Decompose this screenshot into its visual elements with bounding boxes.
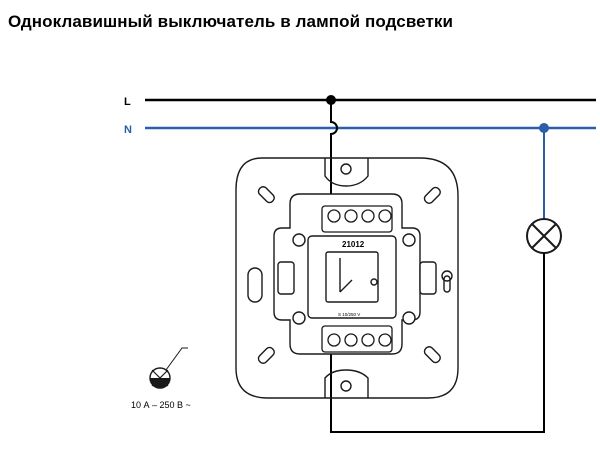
switch-mounting-plate — [235, 157, 459, 399]
lamp-rating-text: 10 А – 250 В ~ — [131, 400, 191, 410]
lamp-icon — [526, 218, 562, 254]
lamp-return-wire — [330, 253, 545, 433]
top-terminal-block — [321, 205, 393, 233]
switch-rating-small: S 10/250 V — [338, 312, 360, 317]
live-to-switch-wire — [330, 100, 338, 210]
bottom-terminal-block — [321, 325, 393, 353]
bulb-icon — [149, 347, 188, 389]
switch-mechanism — [273, 193, 437, 355]
live-label: L — [124, 96, 131, 108]
switch-model-label: 21012 — [342, 240, 365, 249]
neutral-label: N — [124, 124, 132, 136]
diagram-title: Одноклавишный выключатель в лампой подсв… — [8, 12, 454, 31]
